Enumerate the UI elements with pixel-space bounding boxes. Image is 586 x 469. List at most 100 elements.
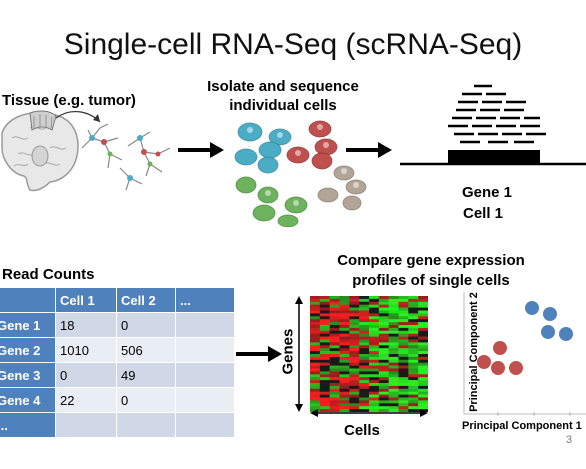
heatmap-cell bbox=[378, 388, 389, 392]
table-cell bbox=[175, 312, 235, 338]
heatmap-cell bbox=[339, 307, 350, 311]
heatmap-cell bbox=[329, 319, 340, 323]
heatmap-cell bbox=[408, 298, 419, 303]
heatmap-cell bbox=[418, 298, 428, 303]
heatmap-cell bbox=[349, 380, 360, 384]
heatmap-cell bbox=[408, 345, 419, 349]
heatmap-cell bbox=[388, 362, 399, 366]
heatmap-cell bbox=[329, 356, 340, 361]
heatmap-cell bbox=[369, 342, 380, 346]
heatmap-cell bbox=[398, 319, 409, 323]
heatmap-cell bbox=[418, 325, 428, 329]
heatmap-cell bbox=[418, 391, 428, 395]
heatmap-cell bbox=[408, 339, 419, 343]
heatmap-cell bbox=[388, 316, 399, 320]
heatmap-cell bbox=[319, 322, 330, 326]
heatmap-cell bbox=[378, 319, 389, 323]
heatmap-cell bbox=[310, 397, 321, 401]
heatmap-cell bbox=[388, 400, 399, 404]
heatmap-cell bbox=[319, 406, 330, 410]
heatmap-cell bbox=[310, 348, 321, 352]
heatmap-cell bbox=[310, 342, 321, 346]
genes-axis-arrow bbox=[295, 296, 303, 412]
heatmap-cell bbox=[418, 383, 428, 387]
heatmap-cell bbox=[388, 304, 399, 308]
heatmap-cell bbox=[378, 342, 389, 346]
heatmap-cell bbox=[329, 354, 340, 358]
heatmap-cell bbox=[408, 403, 419, 407]
heatmap-cell bbox=[339, 351, 350, 355]
heatmap-cell bbox=[349, 298, 360, 303]
heatmap-cell bbox=[408, 377, 419, 381]
table-cell: 18 bbox=[55, 312, 117, 338]
heatmap-cell bbox=[329, 388, 340, 392]
heatmap-cell bbox=[349, 371, 360, 375]
heatmap-cell bbox=[378, 354, 389, 358]
heatmap-cell bbox=[349, 391, 360, 395]
table-cell bbox=[175, 337, 235, 363]
pca-point-red bbox=[493, 341, 507, 355]
heatmap-cell bbox=[310, 313, 321, 317]
heatmap-cell bbox=[359, 397, 370, 401]
heatmap-cell bbox=[339, 339, 350, 343]
heatmap-cell bbox=[398, 371, 409, 375]
pca-point-red bbox=[491, 361, 505, 375]
heatmap-cell bbox=[418, 397, 428, 401]
heatmap-cell bbox=[329, 394, 340, 398]
heatmap-cell bbox=[388, 330, 399, 334]
heatmap-cell bbox=[359, 388, 370, 392]
heatmap-cell bbox=[398, 310, 409, 314]
heatmap-cell bbox=[418, 333, 428, 337]
cell-taupe bbox=[342, 195, 362, 211]
heatmap-cell bbox=[329, 385, 340, 390]
heatmap-cell bbox=[378, 397, 389, 401]
heatmap-cell bbox=[378, 345, 389, 349]
table-header-row: Cell 1 Cell 2 ... bbox=[0, 287, 235, 313]
heatmap-cell bbox=[359, 368, 370, 372]
heatmap-cell bbox=[319, 397, 330, 401]
heatmap-cell bbox=[369, 301, 380, 305]
table-cell bbox=[116, 412, 176, 438]
cell-taupe bbox=[317, 187, 339, 203]
heatmap-cell bbox=[369, 380, 380, 384]
heatmap-cell bbox=[388, 388, 399, 392]
page-number: 3 bbox=[566, 434, 573, 446]
heatmap-cell bbox=[349, 359, 360, 363]
heatmap-cell bbox=[398, 394, 409, 398]
heatmap-cell bbox=[310, 351, 321, 355]
heatmap-cell bbox=[378, 327, 389, 332]
arrow-right-icon bbox=[178, 142, 224, 158]
heatmap-cell bbox=[408, 330, 419, 334]
heatmap-cell bbox=[339, 391, 350, 395]
heatmap-cell bbox=[329, 325, 340, 329]
heatmap-cell bbox=[418, 351, 428, 355]
heatmap-cell bbox=[398, 330, 409, 334]
heatmap-cell bbox=[408, 365, 419, 369]
heatmap-cell bbox=[359, 339, 370, 343]
heatmap-cell bbox=[369, 359, 380, 363]
heatmap-cell bbox=[319, 327, 330, 332]
heatmap-cell bbox=[359, 403, 370, 407]
heatmap-cell bbox=[369, 377, 380, 381]
heatmap-cell bbox=[388, 322, 399, 326]
heatmap-cell bbox=[349, 385, 360, 390]
heatmap-cell bbox=[319, 298, 330, 303]
cell-label: Cell 1 bbox=[463, 205, 504, 222]
heatmap-cell bbox=[398, 296, 409, 300]
heatmap-cell bbox=[369, 385, 380, 390]
heatmap-cell bbox=[378, 322, 389, 326]
heatmap-cell bbox=[408, 319, 419, 323]
heatmap-cell bbox=[339, 313, 350, 317]
heatmap-cell bbox=[349, 319, 360, 323]
heatmap-cell bbox=[310, 310, 321, 314]
heatmap-cell bbox=[349, 409, 360, 412]
heatmap-cell bbox=[319, 383, 330, 387]
heatmap-cell bbox=[398, 383, 409, 387]
heatmap-cell bbox=[310, 327, 321, 332]
heatmap-cell bbox=[339, 301, 350, 305]
heatmap-cell bbox=[359, 316, 370, 320]
heatmap-cell bbox=[310, 333, 321, 337]
row-label: Gene 3 bbox=[0, 362, 56, 388]
heatmap-cell bbox=[349, 374, 360, 378]
table-cell bbox=[175, 362, 235, 388]
